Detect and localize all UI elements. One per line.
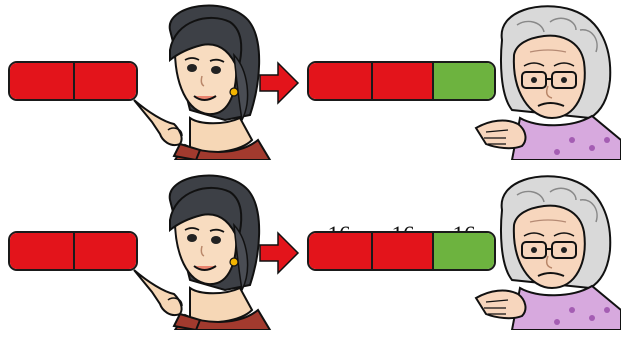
woman-pointing-figure <box>133 4 272 160</box>
grandmother-figure <box>474 5 621 160</box>
right-bar <box>307 231 496 271</box>
grandmother-figure <box>474 175 621 330</box>
right-arrow-icon <box>259 61 300 105</box>
left-bar <box>8 61 138 101</box>
bar-segment-red <box>370 233 433 269</box>
bar-segment-red <box>309 233 371 269</box>
bar-segment-red <box>10 233 73 269</box>
bar-segment-green <box>432 233 494 269</box>
right-bar <box>307 61 496 101</box>
woman-pointing-figure <box>133 174 272 330</box>
bar-segment-red <box>73 233 136 269</box>
bar-segment-green <box>432 63 494 99</box>
bar-segment-red <box>10 63 73 99</box>
bar-segment-red <box>309 63 371 99</box>
bar-segment-red <box>73 63 136 99</box>
diagram-row-1 <box>8 4 621 160</box>
right-arrow-icon <box>259 231 300 275</box>
bar-segment-red <box>370 63 433 99</box>
left-bar <box>8 231 138 271</box>
diagram-row-2: 16 16 16 <box>0 170 621 340</box>
